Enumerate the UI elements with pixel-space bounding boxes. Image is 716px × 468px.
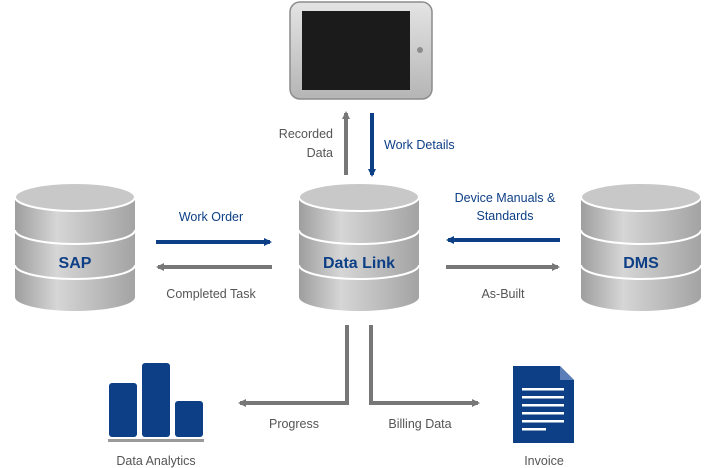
work-details-label: Work Details [384, 138, 455, 152]
sap-label: SAP [59, 255, 92, 272]
recorded-data-label-line2: Data [307, 146, 333, 160]
document-icon [513, 366, 574, 443]
progress-label: Progress [269, 417, 319, 431]
datalink-label: Data Link [323, 255, 395, 272]
bar-chart-icon [108, 363, 204, 442]
billing-data-label: Billing Data [388, 417, 451, 431]
progress-arrow [238, 325, 349, 407]
dms-database-icon [580, 182, 702, 311]
recorded-data-label-line1: Recorded [279, 127, 333, 141]
data-analytics-label: Data Analytics [116, 454, 195, 468]
sap-database-icon [14, 182, 136, 311]
as-built-label: As-Built [481, 287, 525, 301]
invoice-label: Invoice [524, 454, 564, 468]
datalink-database-icon [298, 182, 420, 311]
device-manuals-label-line1: Device Manuals & [455, 191, 556, 205]
billing-data-arrow [369, 325, 480, 407]
device-manuals-label-line2: Standards [477, 209, 534, 223]
tablet-icon [289, 1, 433, 100]
completed-task-label: Completed Task [166, 287, 256, 301]
dms-label: DMS [623, 255, 659, 272]
work-order-label: Work Order [179, 210, 243, 224]
